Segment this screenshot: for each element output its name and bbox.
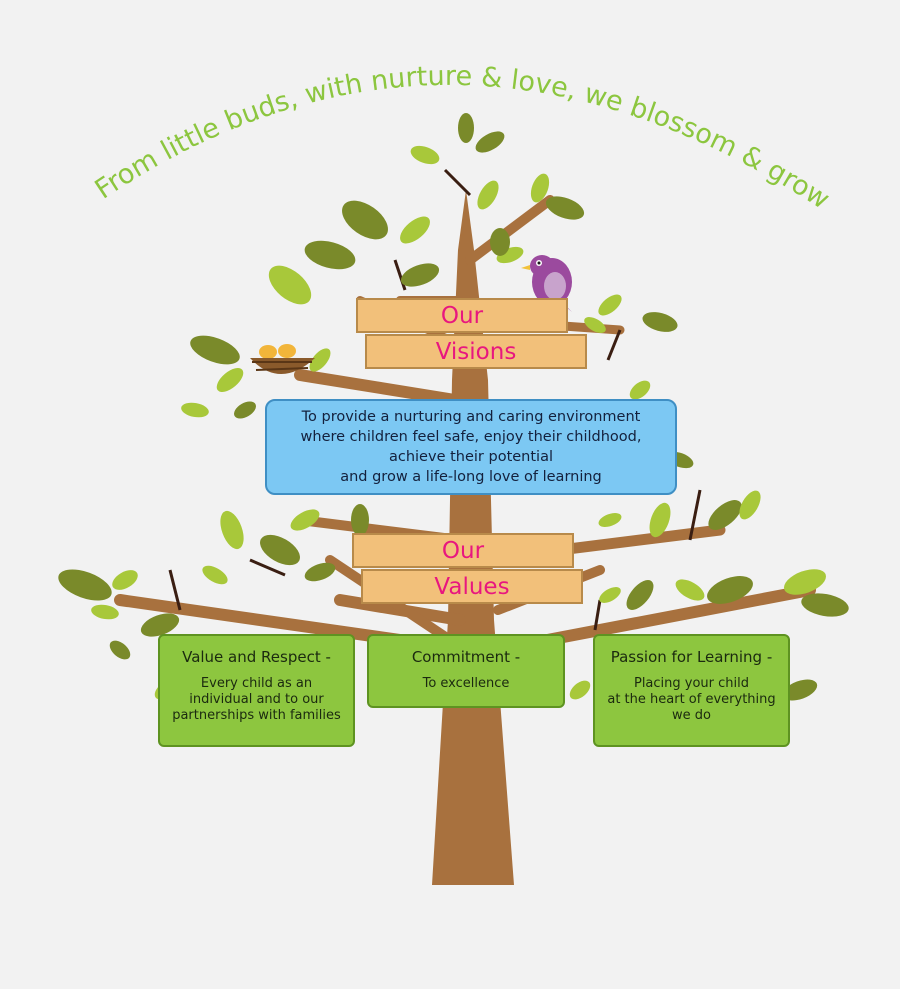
values-plank-bottom: Values [361, 569, 583, 604]
value-description-line: individual and to our [189, 692, 324, 707]
value-description-line: at the heart of everything [607, 692, 776, 707]
bird-icon [521, 255, 572, 312]
bird-nest [250, 344, 315, 374]
visions-plank-bottom: Visions [365, 334, 587, 369]
visions-plank-bottom-label: Visions [435, 338, 517, 365]
value-card-respect: Value and Respect - Every child as an in… [158, 634, 355, 747]
value-card-commitment: Commitment - To excellence [367, 634, 565, 708]
values-plank-top: Our [352, 533, 574, 568]
visions-plank-top: Our [356, 298, 568, 333]
vision-statement-box: To provide a nurturing and caring enviro… [265, 399, 677, 495]
value-description-line: partnerships with families [172, 708, 341, 723]
values-plank-top-label: Our [441, 537, 485, 564]
value-description-line: Every child as an [200, 676, 313, 691]
visions-plank-top-label: Our [440, 302, 484, 329]
vision-line: achieve their potential [388, 449, 553, 465]
value-description-line: Placing your child [633, 676, 750, 691]
value-description-line: To excellence [422, 676, 510, 691]
value-title: Commitment - [411, 648, 521, 666]
leaves [58, 113, 849, 701]
value-description-line: we do [672, 708, 711, 723]
tree-twigs [168, 168, 702, 631]
value-title: Passion for Learning - [610, 648, 773, 666]
vision-line: To provide a nurturing and caring enviro… [301, 409, 641, 425]
value-title: Value and Respect - [182, 648, 331, 666]
value-card-passion: Passion for Learning - Placing your chil… [593, 634, 790, 747]
values-plank-bottom-label: Values [434, 573, 510, 600]
vision-line: and grow a life-long love of learning [340, 469, 602, 485]
vision-line: where children feel safe, enjoy their ch… [300, 429, 642, 445]
